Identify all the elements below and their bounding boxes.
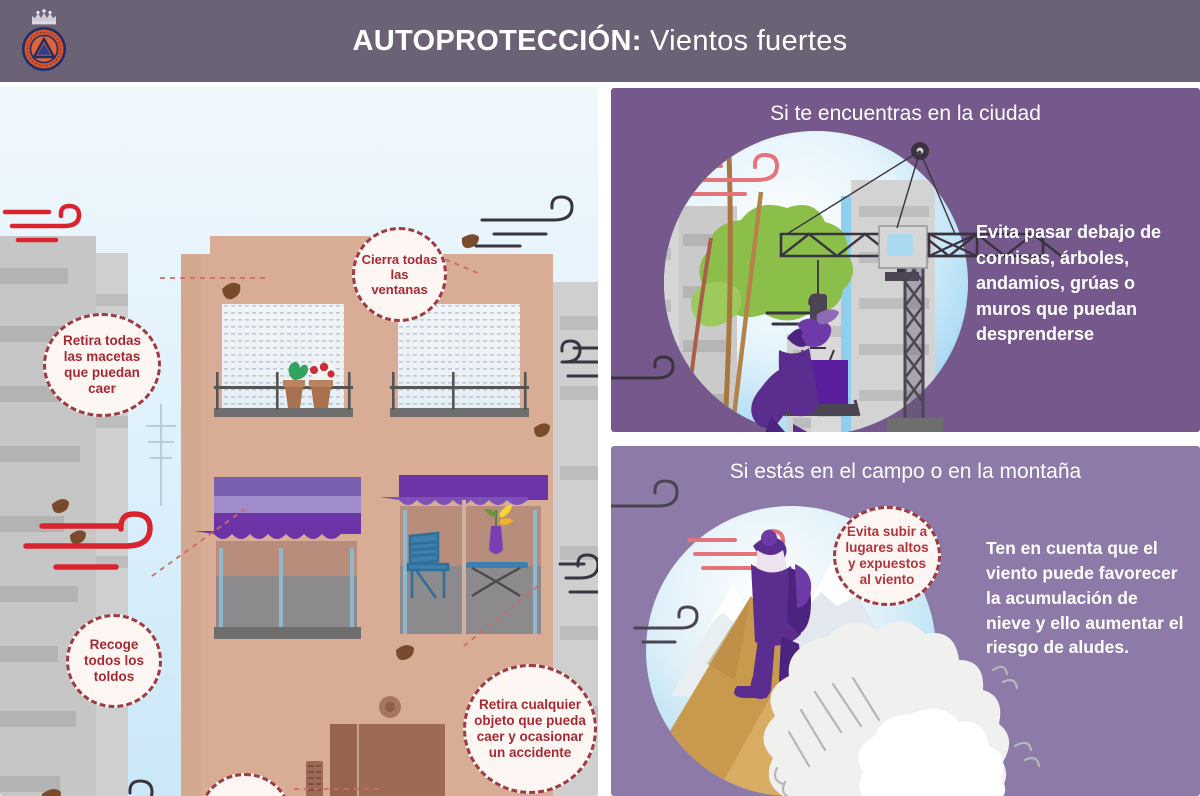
mountain-wind-dark-top (611, 479, 679, 508)
antenna-icon (146, 404, 176, 506)
balcony-left-with-awning (194, 477, 361, 639)
wind-swirl-dark-bottom (128, 779, 154, 796)
flower-pot-cactus (283, 362, 308, 408)
callout-lugares-altos[interactable]: Evita subir a lugares altos y expuestos … (833, 506, 941, 606)
panel-city: Si te encuentras en la ciudad (611, 88, 1200, 432)
callout-objeto-text: Retira cualquier objeto que pueda caer y… (474, 697, 586, 760)
city-advice-text: Evita pasar debajo de cornisas, árboles,… (976, 222, 1162, 345)
balcony-chair (406, 531, 450, 599)
panel-city-heading: Si te encuentras en la ciudad (770, 102, 1041, 125)
balcony-table (466, 562, 528, 598)
panel-home: Si te encuentras en tu vivienda (0, 86, 598, 796)
page-title-bold: AUTOPROTECCIÓN: (352, 24, 642, 57)
mountain-wind-dark-left (633, 605, 699, 644)
entrance-door (306, 696, 445, 796)
page-title-light: Vientos fuertes (641, 24, 848, 57)
intercom-panel (306, 761, 323, 796)
callout-macetas-text: Retira todas las macetas que puedan caer (62, 333, 142, 396)
panel-mountain: Si estás en el campo o en la montaña (611, 446, 1200, 796)
motion-lines (773, 665, 1041, 796)
awning-right (379, 475, 548, 505)
callout-ventanas[interactable]: Cierra todas las ventanas (352, 227, 447, 322)
person-walking-city (751, 309, 839, 432)
wind-swirl-red-mid (23, 511, 153, 570)
awning-left (194, 477, 361, 539)
avalanche-snow-cloud (763, 620, 1041, 796)
vase-with-flower (484, 504, 513, 554)
panel-mountain-heading: Si estás en el campo o en la montaña (729, 460, 1082, 483)
city-wind-dark-left (611, 355, 675, 380)
callout-toldos[interactable]: Recoge todos los toldos (66, 614, 162, 708)
wind-swirl-red-top (2, 203, 82, 243)
mountain-scene-illustration (611, 479, 1041, 796)
flower-pot-geranium (309, 361, 335, 408)
callout-macetas[interactable]: Retira todas las macetas que puedan caer (43, 313, 161, 417)
callout-leader-lines (151, 235, 539, 790)
page-title: AUTOPROTECCIÓN: Vientos fuertes (353, 25, 848, 58)
callout-objeto[interactable]: Retira cualquier objeto que pueda caer y… (463, 664, 597, 794)
wind-swirl-dark-balcony (558, 553, 598, 594)
mountain-advice-text: Ten en cuenta que el viento puede favore… (986, 538, 1184, 658)
wind-swirl-dark-right (560, 339, 598, 378)
city-scene-illustration (611, 131, 1062, 432)
window-upper-left (214, 304, 353, 417)
header-bar: AUTOPROTECCIÓN: Vientos fuertes (0, 0, 1200, 82)
window-upper-right (390, 304, 529, 417)
callout-ventanas-text: Cierra todas las ventanas (361, 251, 438, 298)
proteccion-civil-espana-logo (8, 6, 80, 76)
balcony-right-with-awning (379, 475, 548, 634)
wind-swirl-dark-top (474, 195, 574, 248)
callout-lugares-altos-text: Evita subir a lugares altos y expuestos … (845, 524, 929, 587)
callout-toldos-text: Recoge todos los toldos (84, 637, 144, 684)
